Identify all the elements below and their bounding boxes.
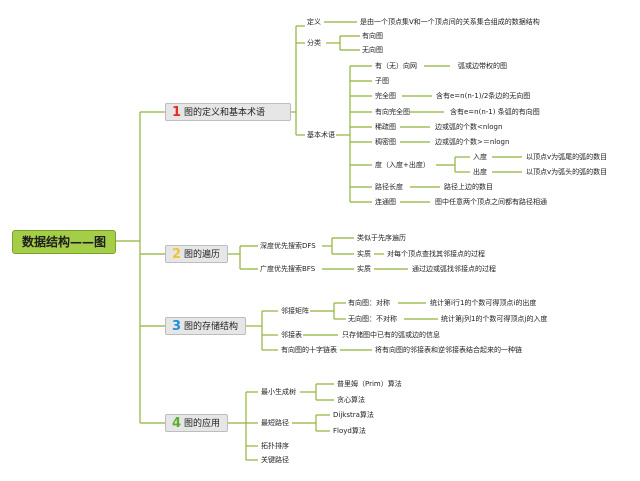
term-connected-graph: 连通图 — [375, 198, 396, 206]
root-topic: 数据结构——图 — [12, 230, 116, 254]
node-greedy: 贪心算法 — [337, 396, 365, 404]
node-dijkstra: Dijkstra算法 — [333, 411, 374, 419]
term-degree: 度（入度+出度） — [375, 161, 430, 169]
node-directed-graph: 有向图 — [362, 32, 383, 40]
section-number: 3 — [172, 319, 182, 334]
section-label: 图的应用 — [184, 419, 221, 429]
node-critical-path: 关键路径 — [261, 456, 289, 464]
node-definition-text: 是由一个顶点集V和一个顶点间的关系集合组成的数据结构 — [360, 18, 540, 26]
section-number: 2 — [172, 247, 182, 262]
term-in-degree: 入度 — [473, 153, 487, 161]
term-path-length: 路径长度 — [375, 183, 403, 191]
node-matrix-directed: 有向图：对称 — [348, 299, 390, 307]
term-connected-graph-desc: 图中任意两个顶点之间都有路径相通 — [435, 198, 547, 206]
term-complete-graph-desc: 含有e=n(n-1)/2条边的无向图 — [436, 92, 531, 100]
node-adjacency-list-desc: 只存储图中已有的弧或边的信息 — [342, 331, 440, 339]
node-classification: 分类 — [307, 39, 321, 47]
node-floyd: Floyd算法 — [333, 427, 366, 435]
node-adjacency-list: 邻接表 — [281, 331, 302, 339]
node-orthogonal-list: 有向图的十字链表 — [281, 346, 337, 354]
term-sparse-graph-desc: 边或弧的个数<nlogn — [435, 123, 503, 131]
term-network: 有（无）向网 — [375, 62, 417, 70]
term-dense-graph-desc: 边或弧的个数>＝nlogn — [435, 138, 510, 146]
node-matrix-undirected: 无向图：不对称 — [348, 315, 397, 323]
node-dfs-essence-desc: 对每个顶点查找其邻接点的过程 — [387, 250, 485, 258]
section-number: 1 — [172, 105, 182, 120]
term-path-length-desc: 路径上边的数目 — [444, 183, 493, 191]
node-dfs: 深度优先搜索DFS — [260, 242, 316, 250]
node-topological-sort: 拓扑排序 — [261, 442, 289, 450]
section-number: 4 — [172, 416, 182, 431]
term-in-degree-desc: 以顶点v为弧尾的弧的数目 — [526, 153, 608, 161]
section-label: 图的定义和基本术语 — [184, 108, 266, 118]
node-bfs-essence: 实质 — [357, 265, 371, 273]
node-matrix-undirected-desc: 统计第j列1的个数可得顶点j的入度 — [441, 315, 548, 323]
term-dense-graph: 稠密图 — [375, 138, 396, 146]
node-prim: 普里姆（Prim）算法 — [337, 380, 402, 388]
node-orthogonal-list-desc: 将有向图的邻接表和逆邻接表结合起来的一种链 — [375, 346, 522, 354]
node-bfs: 广度优先搜索BFS — [260, 265, 316, 273]
term-directed-complete-desc: 含有e=n(n-1) 条弧的有向图 — [450, 108, 540, 116]
node-adjacency-matrix: 邻接矩阵 — [281, 307, 309, 315]
node-dfs-essence: 实质 — [357, 250, 371, 258]
term-sparse-graph: 稀疏图 — [375, 123, 396, 131]
term-network-desc: 弧或边带权的图 — [458, 62, 507, 70]
section-label: 图的存储结构 — [184, 322, 239, 332]
node-shortest-path: 最短路径 — [261, 419, 289, 427]
node-bfs-essence-desc: 通过边或弧找邻接点的过程 — [412, 265, 496, 273]
section-label: 图的遍历 — [184, 250, 221, 260]
term-complete-graph: 完全图 — [375, 92, 396, 100]
term-subgraph: 子图 — [375, 77, 389, 85]
node-definition: 定义 — [307, 18, 321, 26]
node-mst: 最小生成树 — [261, 388, 296, 396]
node-undirected-graph: 无向图 — [362, 46, 383, 54]
term-out-degree-desc: 以顶点v为弧头的弧的数目 — [526, 168, 608, 176]
node-dfs-preorder: 类似于先序遍历 — [357, 234, 406, 242]
term-directed-complete: 有向完全图 — [375, 108, 410, 116]
node-basic-terms: 基本术语 — [307, 131, 335, 139]
node-matrix-directed-desc: 统计第i行1的个数可得顶点i的出度 — [430, 299, 537, 307]
term-out-degree: 出度 — [473, 168, 487, 176]
